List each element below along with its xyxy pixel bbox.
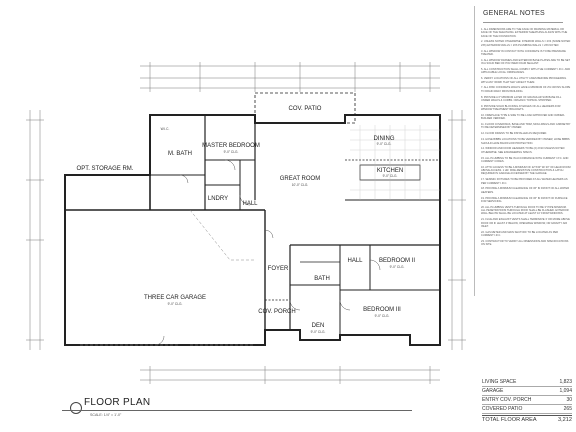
- general-note-item: 7. ALL RISK CONCRETE WALKS HAVE A MINIMU…: [481, 86, 571, 93]
- room-bedroom-ii-ceiling: 9'-0" CLG.: [390, 265, 405, 269]
- plan-scale: SCALE: 1/4" = 1'-0": [90, 413, 122, 417]
- room-foyer: FOYER: [268, 266, 289, 272]
- room-m-bath: M. BATH: [168, 151, 192, 157]
- room-kitchen: KITCHEN: [377, 168, 403, 174]
- general-note-item: 20. ALL PLUMBING VENTS THROUGH ROOF TO B…: [481, 205, 569, 216]
- general-note-item: 9. PROVIDE SOLID BLOCKING AT EDGES OF AL…: [481, 104, 561, 112]
- room-master-ceiling: 9'-0" CLG.: [224, 150, 239, 154]
- general-note-item: 14. WINDOW AND DOOR HEADERS TO BE (2) 2x…: [481, 147, 565, 154]
- general-note-item: 21. FLUE AND EXHAUST VENTS SHALL TERMINA…: [481, 218, 570, 228]
- room-bath: BATH: [314, 276, 330, 282]
- general-note-item: 4. ALL WINDOW FRAMES AND EXTERIOR BASE P…: [481, 58, 571, 66]
- area-label: GARAGE: [482, 388, 504, 394]
- room-master-bedroom: MASTER BEDROOM: [202, 143, 260, 149]
- general-note-item: 5. ALL CONSTRUCTION SHALL COMPLY WITH TH…: [481, 68, 571, 75]
- room-dining-ceiling: 9'-0" CLG.: [377, 142, 392, 146]
- tile-pattern: [350, 125, 440, 200]
- general-note-item: 18. PROVIDE A MINIMUM CLEARANCE OF 36" I…: [481, 187, 570, 194]
- area-total-value: 3,212: [558, 417, 572, 423]
- title-underline: [62, 410, 412, 411]
- general-notes-panel: GENERAL NOTES 1. ALL DIMENSIONS ARE TO T…: [474, 6, 573, 296]
- general-note-item: 6. VERIFY LOCATIONS OF ALL UTILITY LINES…: [481, 77, 567, 84]
- plan-title: FLOOR PLAN: [84, 397, 151, 408]
- dimension-lines: [26, 62, 466, 384]
- area-row: LIVING SPACE 1,823: [482, 378, 572, 387]
- area-value: 1,823: [559, 379, 572, 385]
- area-row-total: TOTAL FLOOR AREA 3,212: [482, 415, 572, 424]
- general-note-item: 19. PROVIDE A MINIMUM CLEARANCE OF 36" I…: [481, 196, 568, 203]
- general-notes-list: 1. ALL DIMENSIONS ARE TO THE FACE OF FRA…: [481, 28, 571, 249]
- notes-title-rule: [483, 22, 563, 23]
- area-value: 30: [566, 397, 572, 403]
- room-great-ceiling: 10'-0" CLG.: [292, 183, 309, 187]
- general-note-item: 23. CONTRACTOR TO VERIFY ALL DIMENSIONS …: [481, 240, 569, 247]
- room-bedroom-ii: BEDROOM II: [379, 258, 415, 264]
- room-bedroom-iii-ceiling: 9'-0" CLG.: [375, 314, 390, 318]
- general-note-item: 13. HOSE BIBBS LOCATIONS TO BE VERIFIED …: [481, 138, 570, 145]
- room-wic: W.I.C.: [161, 127, 170, 131]
- area-row: ENTRY COV. PORCH 30: [482, 396, 572, 405]
- area-label: LIVING SPACE: [482, 379, 517, 385]
- room-den-ceiling: 9'-0" CLG.: [311, 330, 326, 334]
- area-row: COVERED PATIO 265: [482, 405, 572, 414]
- general-note-item: 1. ALL DIMENSIONS ARE TO THE FACE OF FRA…: [481, 28, 568, 38]
- room-great-room: GREAT ROOM: [280, 176, 320, 182]
- walls: [64, 92, 441, 346]
- general-note-item: 2. UNLESS NOTED OTHERWISE: INTERIOR WALL…: [481, 40, 571, 47]
- room-opt-storage: OPT. STORAGE RM.: [77, 166, 134, 172]
- room-hall-2: HALL: [347, 258, 363, 264]
- area-label: ENTRY COV. PORCH: [482, 397, 532, 403]
- room-three-car-garage: THREE CAR GARAGE: [144, 295, 206, 301]
- title-marker: [70, 402, 82, 414]
- room-hall-1: HALL: [242, 201, 258, 207]
- room-dining: DINING: [374, 136, 395, 142]
- room-garage-ceiling: 9'-0" CLG.: [168, 302, 183, 306]
- general-note-item: 22. GAS METER AND MAIN SHUTOFF TO BE LOC…: [481, 230, 559, 238]
- area-row: GARAGE 1,094: [482, 387, 572, 396]
- area-label: COVERED PATIO: [482, 406, 523, 412]
- general-note-item: 15. ALL PLUMBING TO BE IN ACCORDANCE WIT…: [481, 156, 569, 163]
- room-bedroom-iii: BEDROOM III: [363, 307, 401, 313]
- room-laundry: LNDRY: [208, 196, 228, 202]
- general-note-item: 12. FLOOR DRAINS TO BE INSTALLED AS REQU…: [481, 132, 548, 136]
- general-note-item: 16. ATTIC ACCESS TO BE A MINIMUM OF 22"x…: [481, 165, 571, 176]
- area-value: 1,094: [559, 388, 572, 394]
- room-kitchen-ceiling: 9'-0" CLG.: [383, 174, 398, 178]
- area-total-label: TOTAL FLOOR AREA: [482, 417, 537, 423]
- area-value: 265: [563, 406, 572, 412]
- general-note-item: 3. ALL WINDOW IN CONTACT WITH CONCRETE I…: [481, 49, 566, 56]
- general-note-item: 11. FLOOR COVERINGS, BASE AND TRIM, MOUL…: [481, 123, 571, 130]
- room-den: DEN: [312, 323, 325, 329]
- general-note-item: 10. FIREPLACE TYPE & SIZE TO BE LOAD APP…: [481, 113, 565, 121]
- general-note-item: 8. PROVIDE A 6" MINIMUM LAYER OF GRANULA…: [481, 95, 562, 102]
- title-block: FLOOR PLAN SCALE: 1/4" = 1'-0": [84, 397, 151, 417]
- general-notes-title: GENERAL NOTES: [483, 10, 545, 17]
- door-swings: [154, 159, 381, 346]
- room-labels: COV. PATIO DINING 9'-0" CLG. MASTER BEDR…: [77, 106, 416, 334]
- general-note-item: 17. SEISMIC FIXTURES TO BE PROVIDED AT A…: [481, 178, 568, 185]
- room-cov-patio: COV. PATIO: [289, 106, 322, 112]
- garage-details: [80, 209, 255, 346]
- room-cov-porch: COV. PORCH: [258, 309, 295, 315]
